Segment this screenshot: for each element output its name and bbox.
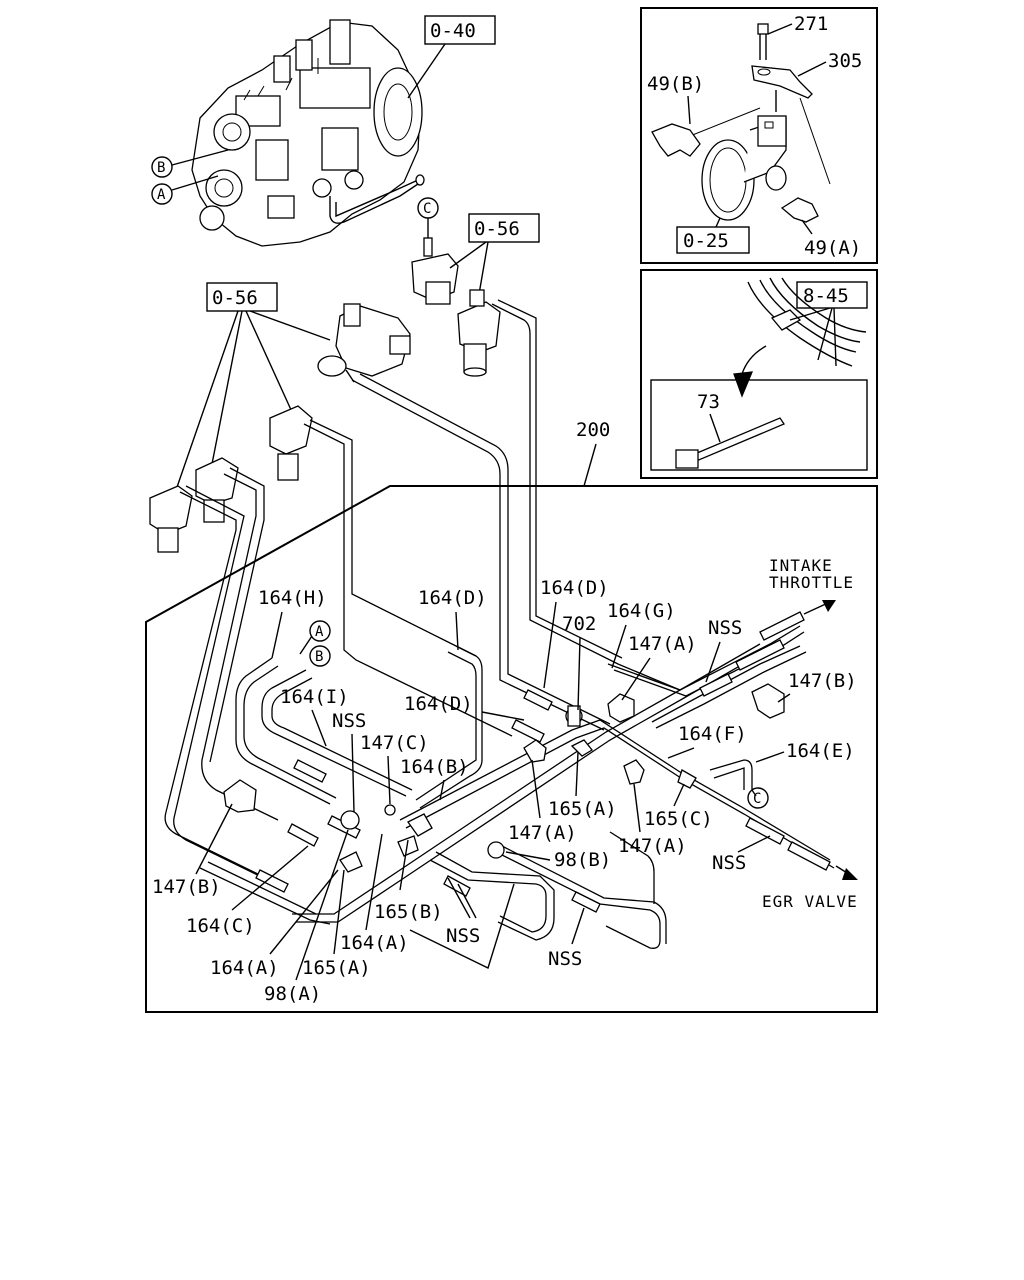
label-164d-3: 164(D) [404, 693, 473, 715]
label-165c: 165(C) [644, 808, 713, 830]
pipe-circle-a-text: A [315, 624, 324, 640]
label-nss-2: NSS [332, 710, 366, 732]
label-702: 702 [562, 613, 596, 635]
intake-label-2: THROTTLE [769, 573, 854, 592]
label-164a-1: 164(A) [340, 932, 409, 954]
engine-circle-a-text: A [157, 187, 166, 203]
label-164b: 164(B) [400, 756, 469, 778]
hose-sleeves [255, 611, 831, 913]
vsv-left-group: 0-56 [149, 282, 331, 553]
label-164i: 164(I) [280, 686, 349, 708]
ref-0-25-text: 0-25 [683, 230, 729, 252]
label-98a: 98(A) [264, 983, 321, 1005]
label-nss-5: NSS [548, 948, 582, 970]
injection-pump-drawing [191, 19, 425, 247]
label-165b: 165(B) [374, 901, 443, 923]
label-147b-2: 147(B) [152, 876, 221, 898]
label-nss-3: NSS [712, 852, 746, 874]
label-164g: 164(G) [607, 600, 676, 622]
hose-assembly-frame: 200 [145, 419, 878, 1013]
engine-circle-b-text: B [157, 160, 165, 176]
egr-valve-label: EGR VALVE [762, 892, 858, 911]
pipe-circle-c-text: C [753, 791, 761, 807]
label-164a-2: 164(A) [210, 957, 279, 979]
pipe-end-callouts: A B C [299, 620, 769, 809]
inset-clamp-detail: 271 305 49(B) 49(A) 0-25 [640, 7, 878, 264]
label-nss-4: NSS [446, 925, 480, 947]
label-147a-3: 147(A) [618, 835, 687, 857]
ref-0-40-text: 0-40 [430, 20, 476, 42]
label-49a: 49(A) [804, 237, 861, 259]
sensor-circle-c-text: C [423, 201, 431, 217]
label-nss-1: NSS [708, 617, 742, 639]
label-305: 305 [828, 50, 862, 72]
pipe-circle-b-text: B [315, 649, 323, 665]
fittings [223, 683, 785, 873]
engine-callouts: B A [151, 149, 229, 205]
label-164f: 164(F) [678, 723, 747, 745]
vsv-top-group: C 0-56 [411, 197, 540, 377]
label-164d-1: 164(D) [418, 587, 487, 609]
part-labels: 164(H) 164(D) 164(D) 702 164(G) 147(A) N… [152, 577, 857, 1005]
label-200: 200 [576, 419, 610, 441]
label-147c: 147(C) [360, 732, 429, 754]
vsv-center-group [317, 303, 411, 383]
inset-tie-detail: 8-45 73 [640, 269, 878, 479]
ref-8-45-text: 8-45 [803, 285, 849, 307]
ref-0-56-b-text: 0-56 [474, 218, 520, 240]
ref-0-56-a-text: 0-56 [212, 287, 258, 309]
label-165a-2: 165(A) [302, 957, 371, 979]
label-49b: 49(B) [647, 73, 704, 95]
label-147b-1: 147(B) [788, 670, 857, 692]
label-147a-1: 147(A) [628, 633, 697, 655]
destination-arrows: INTAKE THROTTLE EGR VALVE [762, 556, 858, 911]
label-164h: 164(H) [258, 587, 327, 609]
label-164d-2: 164(D) [540, 577, 609, 599]
label-98b: 98(B) [554, 849, 611, 871]
label-164c: 164(C) [186, 915, 255, 937]
label-164e: 164(E) [786, 740, 855, 762]
label-147a-2: 147(A) [508, 822, 577, 844]
intake-label-1: INTAKE [769, 556, 833, 575]
label-271: 271 [794, 13, 828, 35]
label-73: 73 [697, 391, 720, 413]
label-165a-1: 165(A) [548, 798, 617, 820]
ref-0-40: 0-40 [407, 15, 496, 99]
